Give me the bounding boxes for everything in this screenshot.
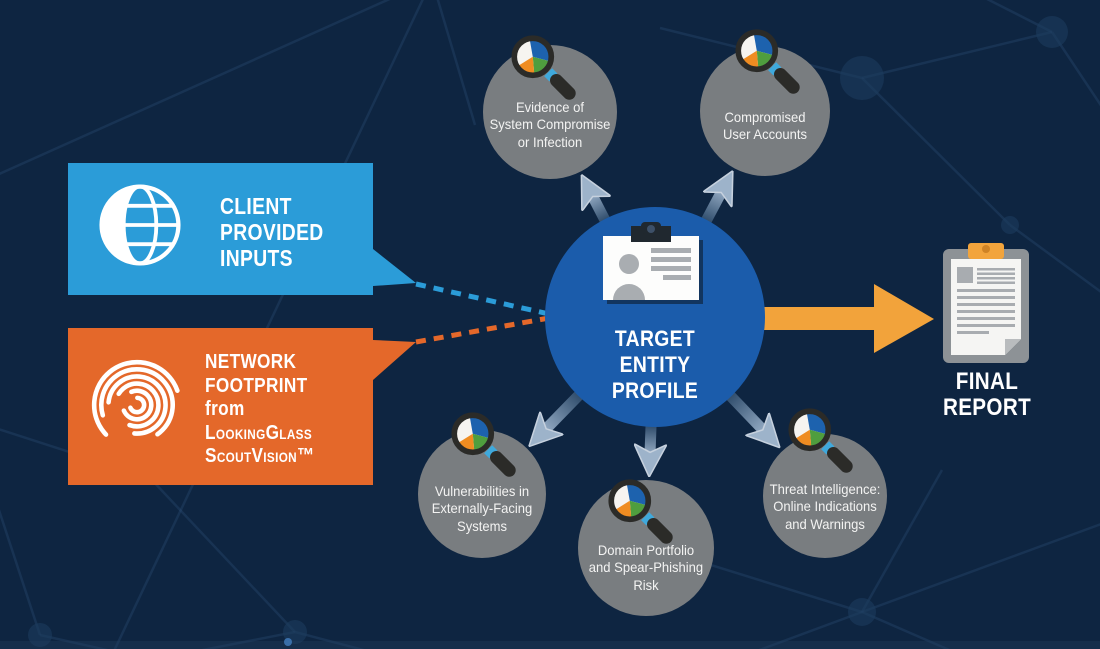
globe-icon (99, 184, 181, 266)
client-inputs-label: CLIENT PROVIDED INPUTS (220, 193, 324, 271)
network-dashed-link (415, 315, 550, 345)
satellite-label: Domain Portfolio and Spear-Phishing Risk (588, 541, 704, 593)
id-badge-icon (603, 222, 703, 304)
client-inputs-box: CLIENT PROVIDED INPUTS (68, 163, 373, 295)
client-dashed-link (415, 281, 550, 317)
satellite-label: Compromised User Accounts (723, 108, 807, 143)
report-arrow (755, 284, 934, 353)
magnifier-piechart-icon (729, 23, 801, 95)
magnifier-piechart-icon (505, 29, 577, 101)
fingerprint-icon (91, 359, 183, 451)
satellite-label: Vulnerabilities in Externally-Facing Sys… (431, 482, 533, 534)
satellite-threat-intelligence: Threat Intelligence: Online Indications … (763, 434, 887, 558)
magnifier-piechart-icon (445, 406, 517, 478)
target-entity-profile-label: TARGET ENTITY PROFILE (611, 326, 699, 403)
client-box-pointer (373, 249, 416, 286)
target-entity-profile-node: TARGET ENTITY PROFILE (545, 207, 765, 427)
satellite-domain-portfolio: Domain Portfolio and Spear-Phishing Risk (578, 480, 714, 616)
satellite-label: Threat Intelligence: Online Indications … (769, 480, 881, 532)
magnifier-piechart-icon (602, 473, 674, 545)
magnifier-piechart-icon (782, 402, 854, 474)
network-box-pointer (373, 340, 416, 380)
report-clipboard-icon (943, 243, 1029, 363)
network-footprint-label: NETWORK FOOTPRINT from LookingGlass Scou… (205, 350, 315, 467)
satellite-evidence-of-compromise: Evidence of System Compromise or Infecti… (483, 45, 617, 179)
network-footprint-box: NETWORK FOOTPRINT from LookingGlass Scou… (68, 328, 373, 485)
final-report-label: FINAL REPORT (942, 368, 1032, 421)
satellite-label: Evidence of System Compromise or Infecti… (489, 98, 611, 150)
